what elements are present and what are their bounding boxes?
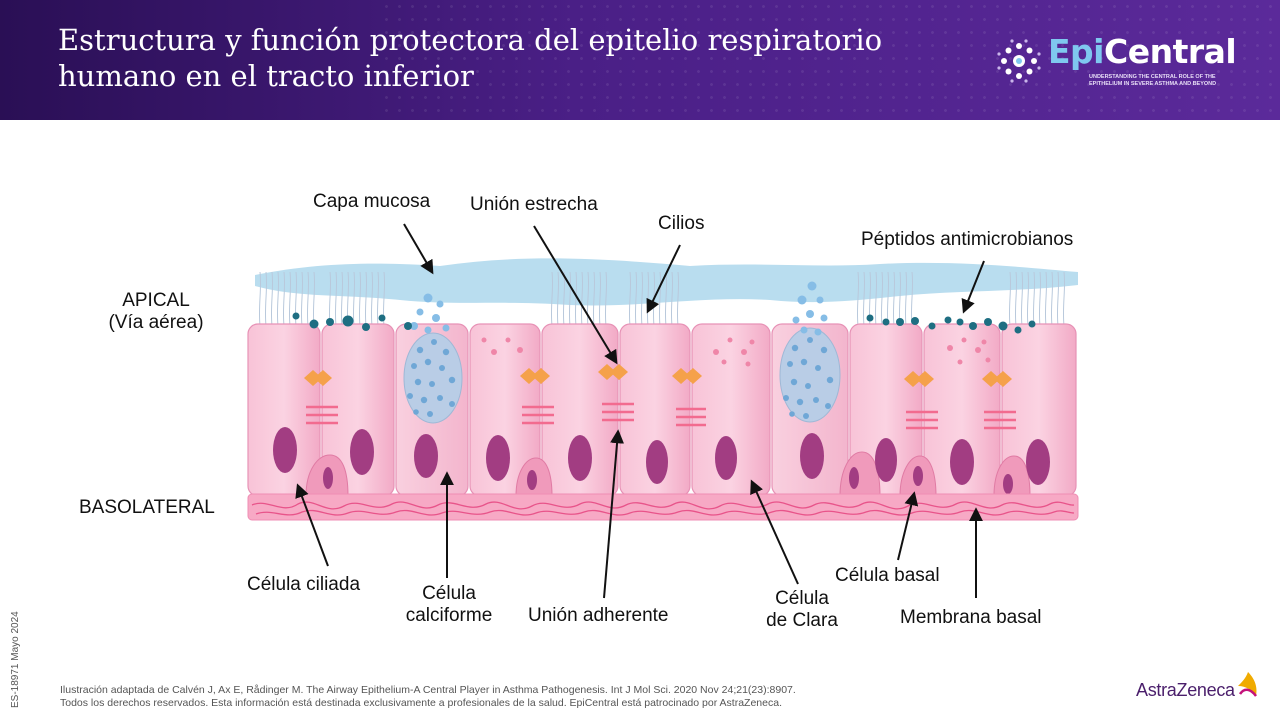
label-ciliated-cell: Célula ciliada [247,574,361,595]
goblet-granules [403,281,841,424]
arrow-antimicrobial-peptides [961,260,985,314]
title-line-1: Estructura y función protectora del epit… [58,23,883,57]
epicentral-cell-icon [997,39,1041,83]
header-dot-pattern [380,0,1280,120]
astrazeneca-symbol-icon [1238,672,1257,697]
logo-tagline: Understanding the central role of the ep… [1089,74,1217,87]
arrow-basal-cell [897,491,919,561]
arrow-adherens-junction [603,429,625,599]
label-adherens-junction: Unión adherente [528,605,669,626]
label-cilia: Cilios [658,213,705,234]
label-tight-junction: Unión estrecha [470,194,598,215]
cilia-group [258,271,1066,327]
citation-text: Ilustración adaptada de Calvén J, Ax E, … [60,684,796,696]
footer-notes: Ilustración adaptada de Calvén J, Ax E, … [60,684,796,710]
tight-junctions [304,364,1012,387]
document-code: ES-18971 Mayo 2024 [10,611,21,708]
basal-cell-nuclei [323,466,1013,494]
label-basal-cell: Célula basal [835,565,940,586]
club-cell-granules [481,337,991,367]
header-banner: Estructura y función protectora del epit… [0,0,1280,120]
annotation-arrows [295,223,985,599]
rights-text: Todos los derechos reservados. Esta info… [60,697,782,709]
adherens-junctions [306,402,1016,430]
antimicrobial-peptides [292,312,1036,334]
label-apical: APICAL(Vía aérea) [108,290,204,333]
arrow-tight-junction [533,225,618,365]
logo-wordmark: EpiCentral [1048,32,1237,71]
arrow-cilia [646,244,681,314]
label-antimicrobial-peptides: Péptidos antimicrobianos [861,229,1074,250]
airway-epithelium-diagram [247,223,1079,599]
arrow-ciliated-cell [295,483,329,567]
title-line-2: humano en el tracto inferior [58,59,474,93]
page-title: Estructura y función protectora del epit… [58,22,958,94]
astrazeneca-logo: AstraZeneca [1136,680,1235,700]
label-mucus-layer: Capa mucosa [313,191,431,212]
basement-membrane-fibers [251,501,1075,516]
epicentral-logo: EpiCentral Understanding the central rol… [996,32,1256,98]
epithelial-cells [247,323,1077,497]
arrow-club-cell [750,479,799,585]
label-basement-membrane: Membrana basal [900,607,1042,628]
label-basolateral: BASOLATERAL [79,497,215,518]
arrow-mucus-layer [403,223,434,275]
cell-nuclei [273,427,1050,485]
